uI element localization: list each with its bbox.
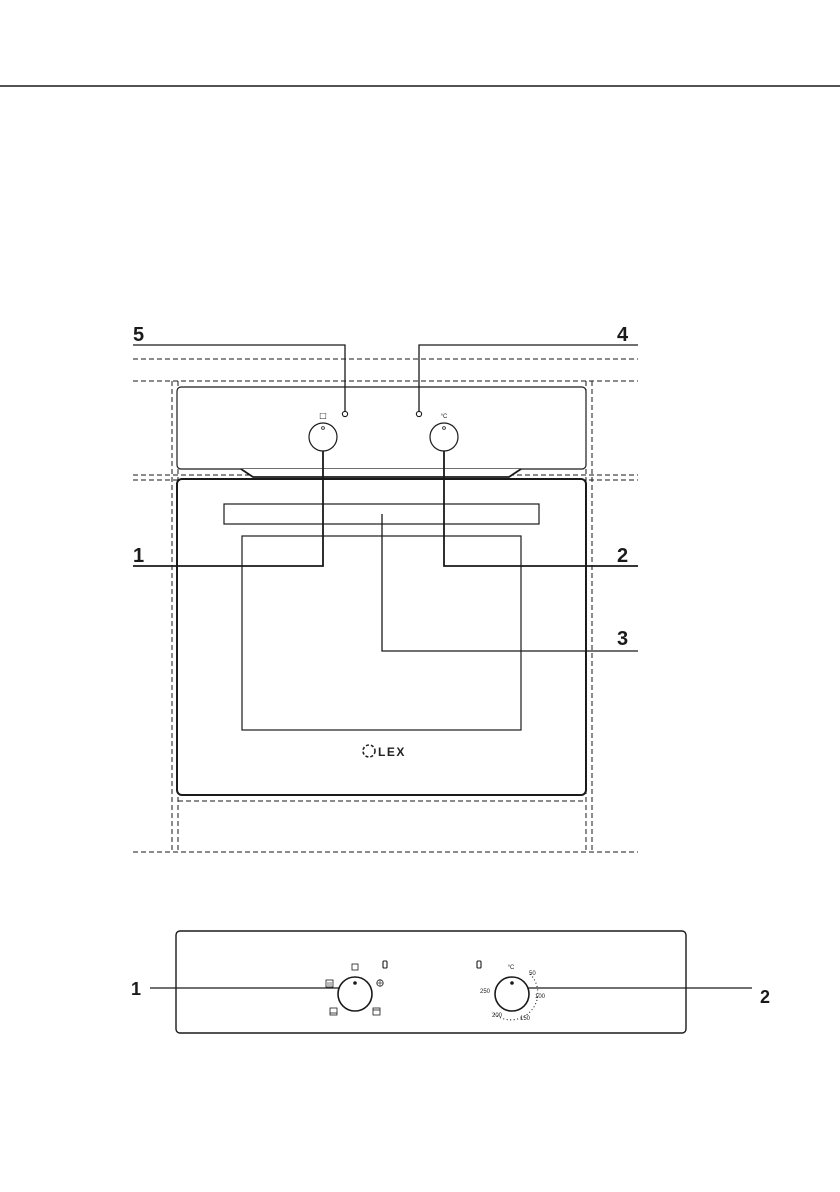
- temp-mark-250: 250: [480, 989, 491, 995]
- knob-right-symbol: °C: [441, 414, 448, 420]
- function-selector-knob-icon[interactable]: [309, 423, 337, 451]
- knob-marker: [353, 981, 357, 985]
- oven-control-panel: [177, 387, 586, 469]
- callout-2: 2: [617, 545, 628, 567]
- temp-unit-label: °C: [508, 965, 515, 971]
- indicator-light-icon: [416, 411, 421, 416]
- temp-mark-200: 200: [492, 1013, 503, 1019]
- oven-door-handle: [241, 469, 521, 477]
- temp-mark-50: 50: [529, 971, 536, 977]
- indicator-light-icon: [383, 961, 387, 968]
- indicator-light-icon: [342, 411, 347, 416]
- callout-5: 5: [133, 324, 144, 346]
- control-panel-detail: °C 50 100 150 200 250: [150, 931, 752, 1033]
- knob-marker: [510, 981, 514, 985]
- temp-mark-100: 100: [535, 994, 546, 1000]
- callout-3: 3: [617, 628, 628, 650]
- callout-4: 4: [617, 324, 629, 346]
- brand-label: LEX: [378, 745, 406, 759]
- temp-mark-150: 150: [520, 1016, 531, 1022]
- callout-1: 1: [133, 545, 144, 567]
- control-panel-frame: [176, 931, 686, 1033]
- panel-callout-2: 2: [760, 987, 770, 1007]
- indicator-light-icon: [477, 961, 481, 968]
- thermostat-knob-icon[interactable]: [430, 423, 458, 451]
- knob-left-symbol: □: [319, 411, 327, 420]
- panel-callout-1: 1: [131, 979, 141, 999]
